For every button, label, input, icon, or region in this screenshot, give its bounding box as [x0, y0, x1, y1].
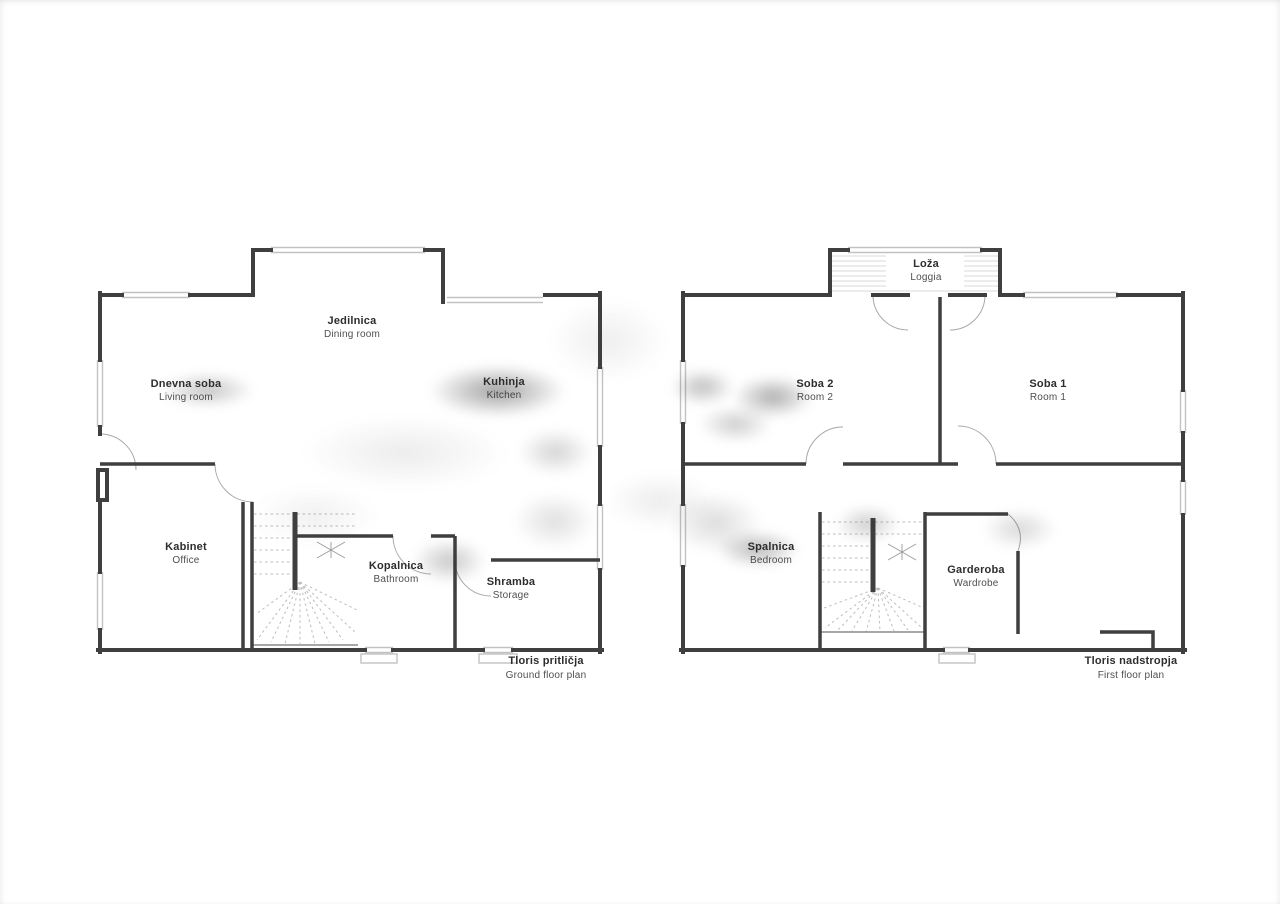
room-label-loggia: Loža Loggia	[910, 257, 941, 285]
room-name-en: Room 1	[1029, 392, 1067, 403]
stair-direction-mark	[887, 543, 917, 561]
first-floor-plan-drawing	[679, 246, 1187, 664]
room-name-sl: Loža	[913, 258, 939, 270]
room-name-sl: Shramba	[486, 576, 536, 588]
room-name-sl: Garderoba	[947, 564, 1005, 576]
room-name-en: Wardrobe	[953, 578, 999, 589]
room-name-en: Storage	[492, 590, 530, 601]
room-name-sl: Spalnica	[747, 541, 795, 553]
room-label-kitchen: Kuhinja Kitchen	[483, 375, 525, 403]
window-lines	[679, 246, 1187, 664]
room-name-en: Bedroom	[750, 555, 792, 566]
room-name-sl: Soba 2	[796, 378, 834, 390]
room-name-sl: Dnevna soba	[150, 378, 222, 390]
caption-sl: Tloris pritličja	[508, 655, 584, 667]
staircase-treads	[254, 513, 358, 645]
outer-walls	[679, 248, 1187, 654]
room-name-en: Loggia	[910, 272, 942, 283]
first-floor-caption: Tloris nadstropja First floor plan	[1085, 654, 1178, 683]
caption-sl: Tloris nadstropja	[1084, 655, 1178, 667]
caption-en: First floor plan	[1097, 670, 1165, 681]
room-label-living: Dnevna soba Living room	[151, 377, 222, 405]
ground-floor-plan-drawing	[96, 246, 604, 664]
room-label-bathroom: Kopalnica Bathroom	[369, 559, 423, 587]
room-label-room2: Soba 2 Room 2	[796, 377, 833, 405]
room-label-wardrobe: Garderoba Wardrobe	[947, 563, 1004, 591]
room-name-en: Office	[172, 555, 200, 566]
room-name-sl: Kuhinja	[483, 376, 525, 388]
interior-walls	[100, 462, 600, 650]
door-arcs	[805, 294, 1021, 552]
stair-direction-mark	[316, 541, 346, 559]
room-label-room1: Soba 1 Room 1	[1029, 377, 1066, 405]
room-name-en: Living room	[159, 392, 213, 403]
ground-floor-caption: Tloris pritličja Ground floor plan	[506, 654, 587, 683]
room-name-sl: Soba 1	[1029, 378, 1067, 390]
outer-walls	[96, 248, 604, 654]
room-name-en: Room 2	[796, 392, 834, 403]
room-name-en: Kitchen	[486, 390, 522, 401]
loggia-label-backdrop	[886, 254, 964, 288]
caption-en: Ground floor plan	[505, 670, 587, 681]
room-name-en: Dining room	[323, 329, 381, 340]
room-name-sl: Kabinet	[165, 541, 207, 553]
window-lines	[96, 246, 604, 664]
room-label-storage: Shramba Storage	[487, 575, 535, 603]
room-name-sl: Kopalnica	[368, 560, 424, 572]
room-label-bedroom: Spalnica Bedroom	[748, 540, 795, 568]
room-name-sl: Jedilnica	[327, 315, 377, 327]
staircase-treads	[822, 521, 925, 633]
room-name-en: Bathroom	[373, 574, 419, 585]
interior-walls	[683, 297, 1183, 650]
room-label-dining: Jedilnica Dining room	[324, 314, 380, 342]
room-label-office: Kabinet Office	[165, 540, 207, 568]
